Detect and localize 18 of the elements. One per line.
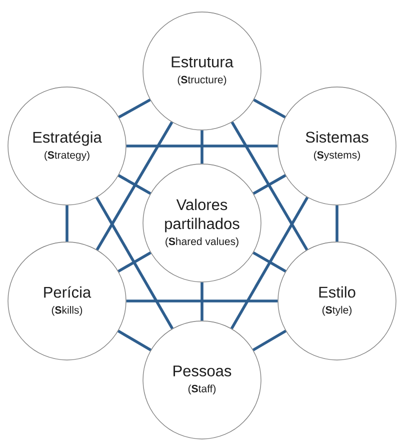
connector-line — [118, 174, 152, 195]
connector-line — [230, 196, 309, 330]
connector-line — [66, 205, 68, 242]
connector-line — [200, 130, 204, 164]
connector-line — [252, 174, 286, 195]
connector-line — [118, 98, 151, 118]
connector-line — [118, 330, 152, 352]
connector-line — [336, 205, 338, 242]
connector-line — [253, 98, 286, 118]
connector-line — [96, 121, 174, 251]
connector-line — [200, 282, 204, 321]
connector-line — [252, 251, 286, 273]
connector-line — [95, 196, 174, 330]
connector-line — [252, 330, 286, 352]
connector-line — [126, 300, 278, 302]
connector-line — [126, 144, 278, 148]
connector-line — [118, 251, 152, 273]
connector-line — [230, 121, 308, 251]
